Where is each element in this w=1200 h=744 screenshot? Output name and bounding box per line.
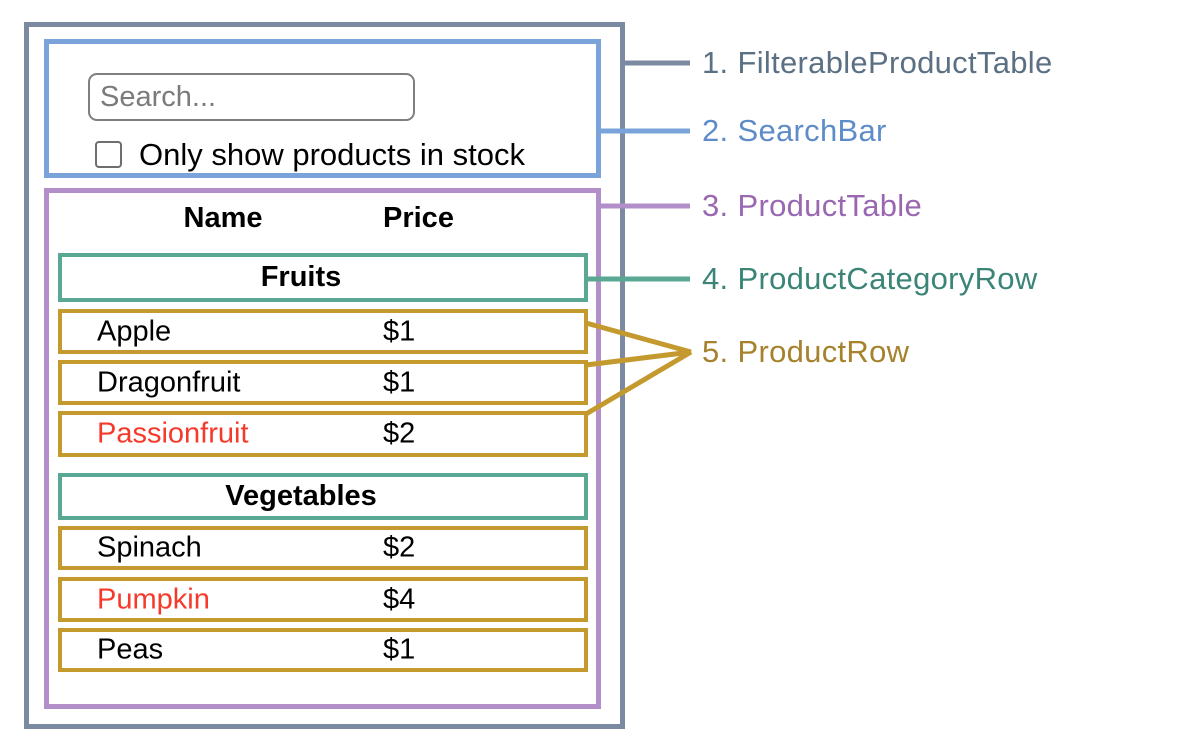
product-name: Peas xyxy=(97,633,164,666)
search-bar-box xyxy=(44,39,601,178)
legend-label: SearchBar xyxy=(737,113,887,148)
product-row-dragonfruit: Dragonfruit $1 xyxy=(58,360,588,405)
legend-product-table: 3.ProductTable xyxy=(702,187,922,225)
product-row-pumpkin: Pumpkin $4 xyxy=(58,577,588,622)
legend-product-row: 5.ProductRow xyxy=(702,333,909,371)
product-row-spinach: Spinach $2 xyxy=(58,526,588,570)
product-price: $2 xyxy=(383,417,416,450)
product-price: $1 xyxy=(383,366,416,398)
legend-number: 3. xyxy=(702,188,729,223)
in-stock-checkbox-label[interactable]: Only show products in stock xyxy=(139,137,525,172)
legend-number: 5. xyxy=(702,334,729,369)
product-price: $2 xyxy=(383,531,416,564)
product-name: Spinach xyxy=(97,531,202,564)
product-row-apple: Apple $1 xyxy=(58,309,588,354)
legend-search-bar: 2.SearchBar xyxy=(702,112,887,150)
product-price: $1 xyxy=(383,315,416,347)
legend-label: FilterableProductTable xyxy=(737,45,1053,80)
category-label: Vegetables xyxy=(225,480,377,512)
legend-number: 2. xyxy=(702,113,729,148)
category-row-fruits: Fruits xyxy=(58,253,588,302)
search-input[interactable] xyxy=(88,73,415,121)
legend-filterable-product-table: 1.FilterableProductTable xyxy=(702,44,1053,82)
column-header-name: Name xyxy=(183,202,263,234)
legend-product-category-row: 4.ProductCategoryRow xyxy=(702,260,1038,298)
in-stock-checkbox[interactable] xyxy=(95,141,122,168)
product-row-passionfruit: Passionfruit $2 xyxy=(58,411,588,457)
legend-label: ProductRow xyxy=(737,334,910,369)
category-label: Fruits xyxy=(260,261,342,293)
column-header-price: Price xyxy=(383,202,454,234)
legend-number: 4. xyxy=(702,261,729,296)
product-name: Apple xyxy=(97,315,172,347)
category-row-vegetables: Vegetables xyxy=(58,473,588,520)
legend-number: 1. xyxy=(702,45,729,80)
product-row-peas: Peas $1 xyxy=(58,628,588,672)
product-name: Pumpkin xyxy=(97,583,210,615)
product-price: $1 xyxy=(383,633,416,666)
legend-label: ProductCategoryRow xyxy=(737,261,1038,296)
product-name: Dragonfruit xyxy=(97,366,241,398)
legend-label: ProductTable xyxy=(737,188,923,223)
product-name: Passionfruit xyxy=(97,417,249,450)
product-price: $4 xyxy=(383,583,416,615)
product-table-box xyxy=(44,188,601,709)
